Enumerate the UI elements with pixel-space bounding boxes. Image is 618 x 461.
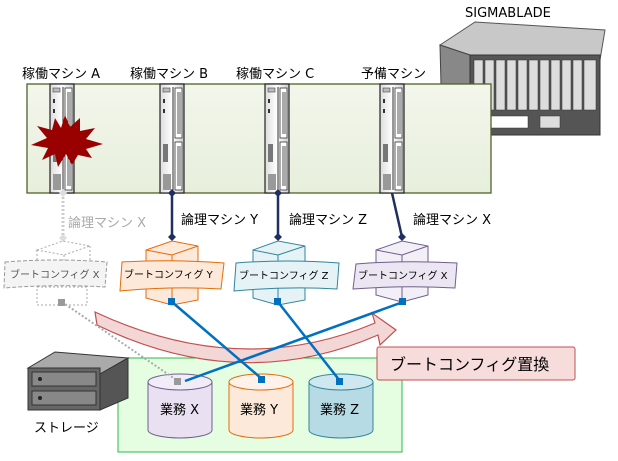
machine-label-b: 稼働マシン B xyxy=(130,67,208,82)
machine-panel xyxy=(26,83,492,194)
logical-label-x-new: 論理マシン X xyxy=(413,212,491,228)
old-volume-link xyxy=(61,301,179,382)
action-label-box: ブートコンフィグ置換 xyxy=(376,346,576,381)
boot-config-y[interactable]: ブートコンフィグ Y xyxy=(119,260,225,292)
replace-arrow-icon xyxy=(94,310,397,364)
boot-config-x-old[interactable]: ブートコンフィグ X xyxy=(3,259,108,289)
machine-label-c: 稼働マシン C xyxy=(236,67,314,82)
svg-text:ブートコンフィグ Z: ブートコンフィグ Z xyxy=(239,269,329,282)
storage-label: ストレージ xyxy=(34,421,99,436)
svg-text:ブートコンフィグ X: ブートコンフィグ X xyxy=(10,268,100,281)
machine-label-spare: 予備マシン xyxy=(361,66,426,82)
boot-config-x-new[interactable]: ブートコンフィグ X xyxy=(352,261,458,290)
blade-server-spare-icon[interactable] xyxy=(379,83,405,194)
svg-text:ブートコンフィグ Y: ブートコンフィグ Y xyxy=(124,268,214,281)
svg-text:業務 Y: 業務 Y xyxy=(240,402,278,418)
volume-y[interactable]: 業務 Y xyxy=(228,373,294,439)
machine-label-a: 稼働マシン A xyxy=(22,67,100,82)
failure-burst-icon xyxy=(31,115,103,167)
svg-text:ブートコンフィグ X: ブートコンフィグ X xyxy=(358,269,448,282)
chassis-title: SIGMABLADE xyxy=(465,6,551,21)
storage-device-icon[interactable] xyxy=(26,351,130,411)
volume-links xyxy=(168,298,406,385)
svg-text:業務 X: 業務 X xyxy=(160,402,199,418)
action-label: ブートコンフィグ置換 xyxy=(390,355,549,374)
volume-z[interactable]: 業務 Z xyxy=(308,373,374,439)
logical-label-z: 論理マシン Z xyxy=(289,212,367,228)
blade-server-c-icon[interactable] xyxy=(264,83,290,194)
logical-label-y: 論理マシン Y xyxy=(181,212,258,228)
boot-config-z[interactable]: ブートコンフィグ Z xyxy=(233,260,340,292)
logical-label-x-old: 論理マシン X xyxy=(68,215,146,231)
blade-server-b-icon[interactable] xyxy=(159,83,185,194)
connectors-active xyxy=(168,189,406,241)
svg-text:業務 Z: 業務 Z xyxy=(320,402,359,418)
